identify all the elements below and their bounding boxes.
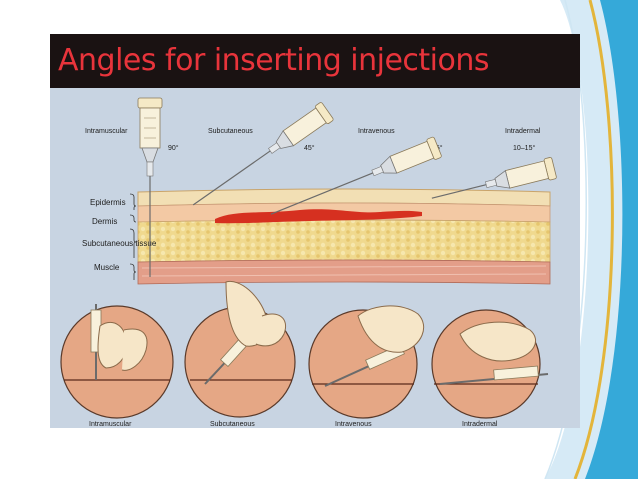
syringe-intravenous: [270, 136, 442, 215]
panel-intramuscular: Intramuscular: [60, 304, 174, 428]
panel-caption-intravenous: Intravenous: [335, 421, 372, 428]
panel-intradermal: Intradermal: [431, 309, 549, 428]
panel-caption-intradermal: Intradermal: [462, 421, 498, 428]
panel-hand: [97, 321, 127, 369]
route-label-intradermal: Intradermal: [505, 128, 541, 135]
slide-corner-gold-line: [573, 0, 614, 479]
route-label-intravenous: Intravenous: [358, 128, 395, 135]
label-bracket: [129, 263, 137, 280]
label-bracket: [129, 228, 137, 258]
layer-label-muscle: Muscle: [94, 263, 120, 272]
panel-subcutaneous: Subcutaneous: [184, 280, 296, 428]
diagram-card: Angles for inserting injections: [50, 34, 580, 428]
route-label-subcutaneous: Subcutaneous: [208, 128, 253, 135]
angle-label-45: 45°: [304, 144, 315, 152]
layer-labels: Epidermis Dermis Subcutaneous tissue Mus…: [82, 193, 157, 280]
technique-panels: Intramuscular Subcutaneous: [60, 280, 549, 428]
panel-hand: [459, 321, 536, 362]
syringe-intradermal: [431, 157, 557, 199]
angle-label-10-15: 10–15°: [513, 144, 535, 152]
muscle-layer: [137, 259, 551, 285]
muscle-fiber: [141, 265, 547, 269]
panel-caption-subcutaneous: Subcutaneous: [210, 421, 255, 428]
angle-label-90: 90°: [168, 144, 179, 152]
route-label-intramuscular: Intramuscular: [85, 128, 128, 135]
layer-label-subcutaneous: Subcutaneous tissue: [82, 239, 157, 248]
skin-cross-section: [137, 188, 551, 285]
panel-intravenous: Intravenous: [308, 305, 424, 428]
layer-label-epidermis: Epidermis: [90, 198, 126, 207]
subcutaneous-layer: [137, 219, 551, 263]
injection-diagram: Epidermis Dermis Subcutaneous tissue Mus…: [60, 97, 557, 428]
diagram-title: Angles for inserting injections: [50, 34, 580, 88]
panel-hand: [357, 305, 424, 353]
blood-vessel: [215, 209, 422, 224]
syringe-intramuscular: [137, 97, 163, 277]
syringe-subcutaneous: [192, 102, 334, 206]
panel-caption-intramuscular: Intramuscular: [89, 421, 132, 428]
slide-corner-blue: [585, 0, 638, 479]
layer-label-dermis: Dermis: [92, 217, 117, 226]
label-bracket: [129, 193, 137, 210]
muscle-fiber: [141, 273, 547, 277]
label-bracket: [129, 214, 137, 223]
